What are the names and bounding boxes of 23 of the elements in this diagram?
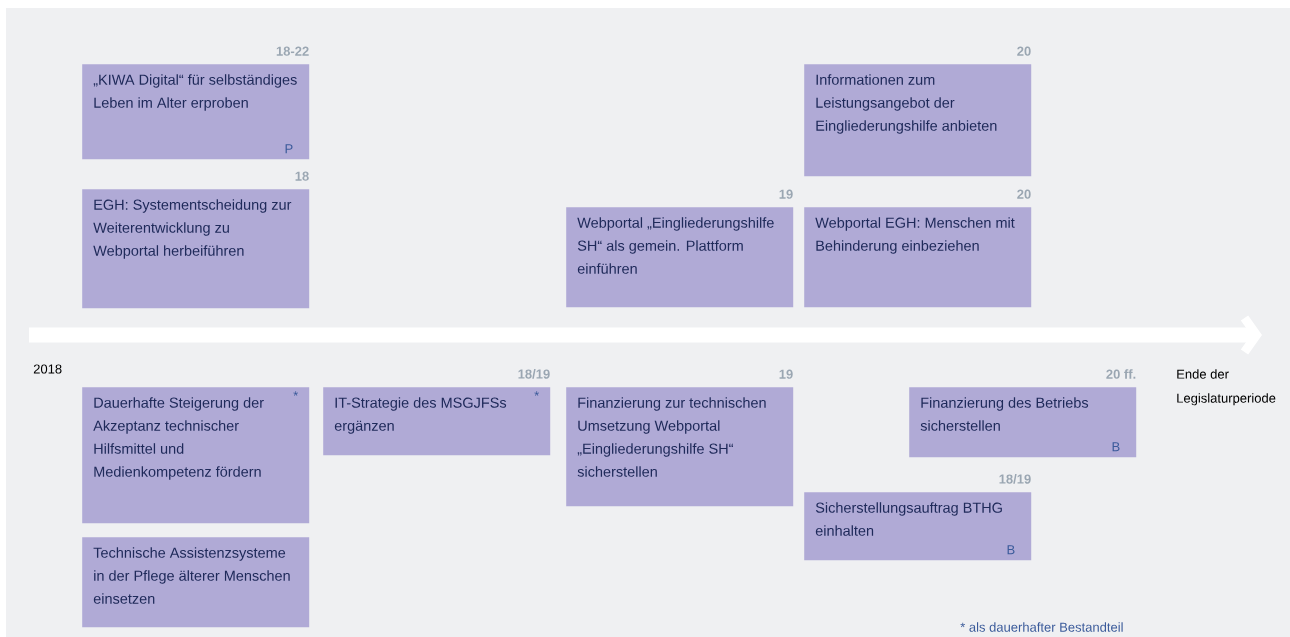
task-box: Technische Assistenzsysteme in der Pflege älterer Menschen einsetzen — [82, 537, 310, 628]
task-box: EGH: Systementscheidung zur Weiterentwicklung zu Webportal herbeiführen — [82, 189, 310, 309]
year-label: 19 — [779, 369, 793, 379]
status-mark: B — [1112, 442, 1120, 452]
task-box: Webportal „Eingliederungshilfe SH“ als gemein. Plattform einführen — [566, 207, 794, 308]
year-label: 20 — [1017, 46, 1031, 56]
year-label: 18-22 — [276, 46, 309, 56]
task-box: Webportal EGH: Menschen mit Behinderung einbeziehen — [804, 207, 1032, 308]
footnote: * als dauerhafter Bestandteil — [960, 622, 1123, 632]
timeline-end-label: Ende der Legislaturperiode — [1177, 369, 1276, 406]
task-box: Informationen zum Leistungsangebot der Eingliederungshilfe anbieten — [804, 64, 1032, 177]
start-year-label: 2018 — [33, 364, 62, 374]
task-box: Finanzierung zur technischen Umsetzung Webportal „Eingliederungshilfe SH“ sicherstellen — [566, 387, 794, 507]
year-label: 18/19 — [518, 369, 550, 379]
year-label: 20 — [1017, 189, 1031, 199]
status-mark: * — [534, 391, 539, 396]
status-mark: * — [293, 391, 298, 396]
year-label: 18/19 — [999, 474, 1031, 484]
status-mark: P — [285, 144, 293, 154]
year-label: 20 ff. — [1106, 369, 1136, 379]
year-label: 18 — [295, 171, 309, 181]
year-label: 19 — [779, 189, 793, 199]
status-mark: B — [1007, 545, 1015, 555]
